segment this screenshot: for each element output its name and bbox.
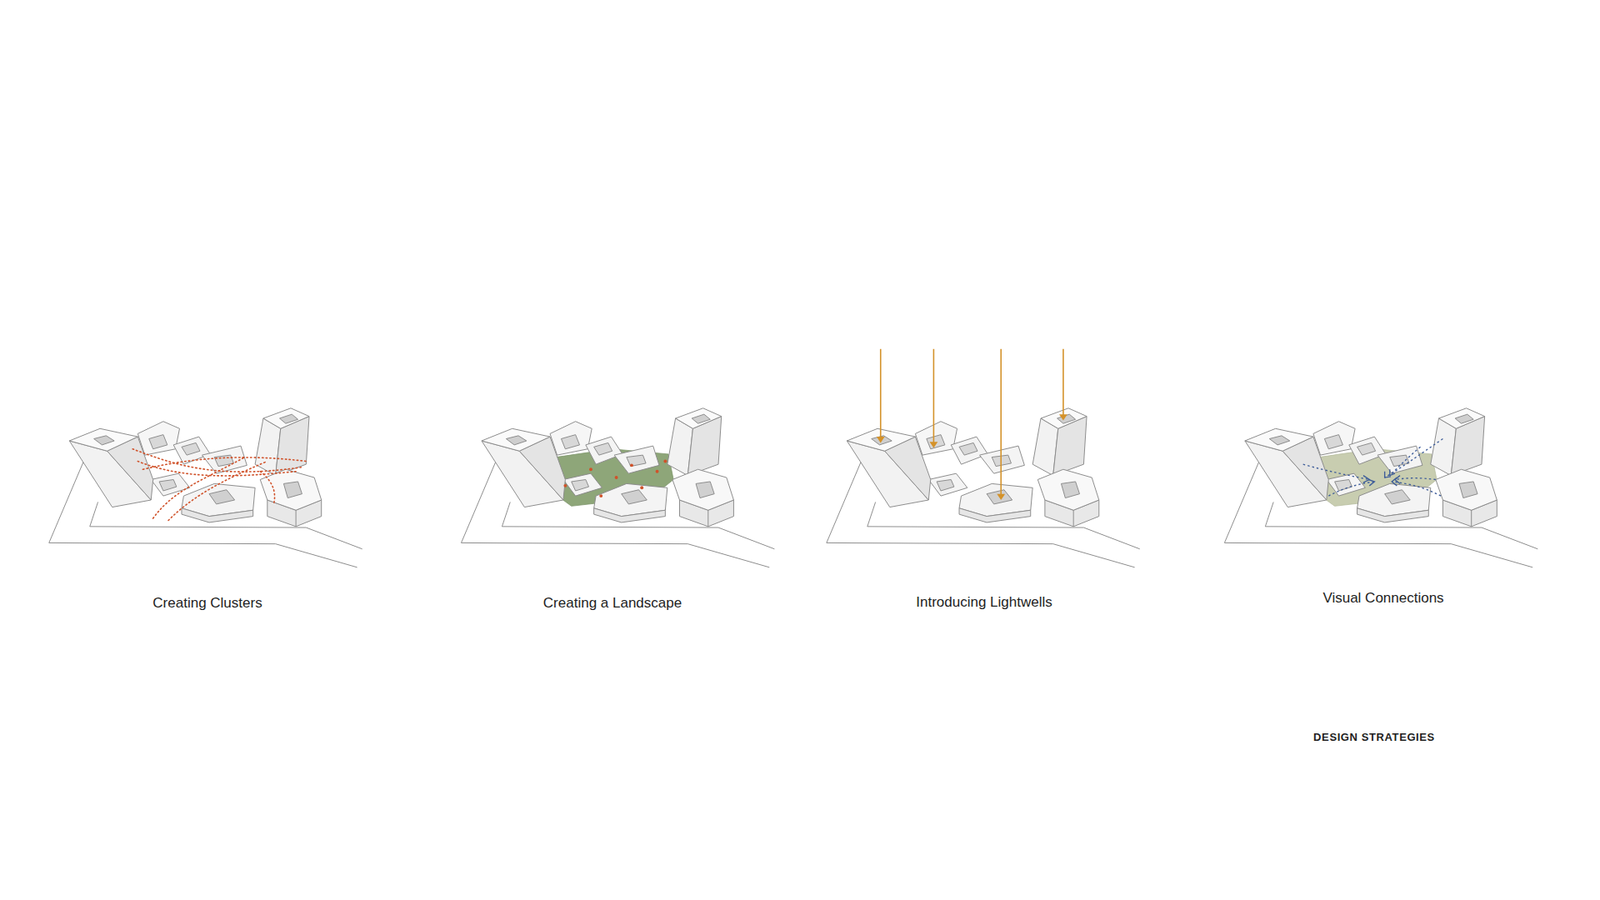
sheet-caption: DESIGN STRATEGIES bbox=[1313, 730, 1435, 744]
strategy-caption: Creating Clusters bbox=[152, 595, 262, 612]
strategy-caption: Introducing Lightwells bbox=[915, 594, 1052, 611]
strategy-caption: Visual Connections bbox=[1322, 590, 1444, 607]
strategy-caption: Creating a Landscape bbox=[543, 595, 682, 612]
